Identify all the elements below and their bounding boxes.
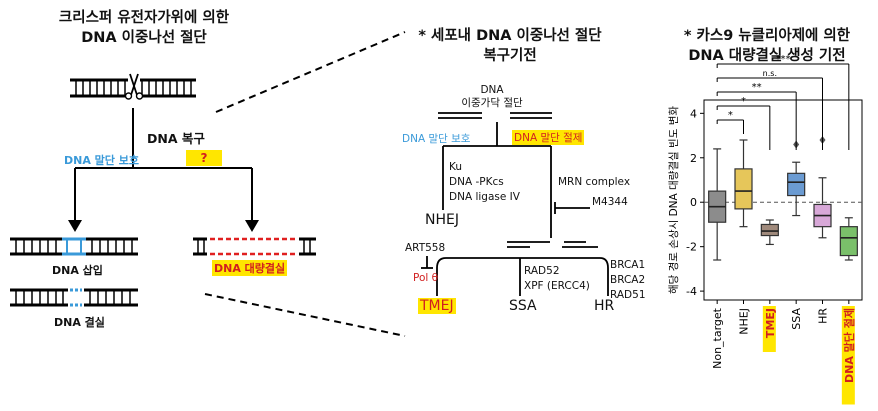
arrow-down-icon <box>68 220 82 232</box>
unknown-mark: ? <box>186 150 222 166</box>
right-title-line1: * 카스9 뉴클리아제에 의한 <box>683 28 851 44</box>
end-protection-label: DNA 말단 보호 <box>64 154 139 167</box>
tmej-label: TMEJ <box>418 298 456 314</box>
hr-factor: RAD51 <box>610 289 646 301</box>
dna-large-deletion <box>193 237 316 256</box>
left-title: 크리스퍼 유전자가위에 의한 DNA 이중나선 절단 <box>20 8 268 48</box>
x-tick-label: NHEJ <box>738 308 751 335</box>
x-label-highlight <box>762 306 776 352</box>
x-label-highlight <box>841 306 855 405</box>
resected-ends <box>507 241 598 248</box>
x-tick-label: Non_target <box>711 307 724 369</box>
box <box>787 172 806 197</box>
y-tick-label: 4 <box>690 107 697 120</box>
left-title-line1: 크리스퍼 유전자가위에 의한 <box>58 10 230 26</box>
hr-label: HR <box>594 298 615 314</box>
y-tick-label: -4 <box>686 285 697 298</box>
middle-title-line1: * 세포내 DNA 이중나선 절단 <box>418 28 602 44</box>
x-tick-label: TMEJ <box>764 308 777 338</box>
hr-factors: BRCA1 BRCA2 RAD51 <box>610 258 646 303</box>
x-tick-label: DNA 말단 절제 <box>842 308 856 383</box>
zoom-connector-top <box>215 31 406 113</box>
deletion-label: DNA 결실 <box>54 316 105 329</box>
zoom-connector-bottom <box>204 293 406 337</box>
significance-label: * <box>728 110 733 121</box>
large-deletion-label: DNA 대량결실 <box>212 260 288 276</box>
plot-frame <box>703 99 863 301</box>
insertion-label: DNA 삽입 <box>52 264 103 277</box>
nhej-factor: Ku <box>449 161 463 173</box>
dna-repair-label: DNA 복구 <box>147 131 205 146</box>
x-tick-label: HR <box>817 308 830 324</box>
dna-insertion <box>10 237 138 256</box>
nhej-factors: Ku DNA -PKcs DNA ligase IV <box>449 160 520 205</box>
mid-end-protection-label: DNA 말단 보호 <box>402 133 471 145</box>
left-title-line2: DNA 이중나선 절단 <box>81 30 207 46</box>
nhej-label: NHEJ <box>425 212 459 228</box>
nhej-factor: DNA -PKcs <box>449 176 504 188</box>
y-tick-label: 2 <box>690 152 697 165</box>
m4344-label: M4344 <box>592 196 628 208</box>
x-tick-label: SSA <box>790 308 803 330</box>
pol-theta-label: Pol θ <box>413 272 439 284</box>
hr-factor: BRCA2 <box>610 274 646 286</box>
ssa-label: SSA <box>509 298 537 314</box>
ssa-factor: RAD52 <box>524 265 560 277</box>
y-axis-label: 해당 경로 손상시 DNA 대량결실 빈도 변화 <box>667 106 680 294</box>
mrn-label: MRN complex <box>558 176 631 188</box>
mid-end-resection-label: DNA 말단 절제 <box>512 130 585 145</box>
dsb-label-line2: 이중가닥 절단 <box>461 97 523 109</box>
scissors-icon <box>124 73 144 100</box>
middle-title-line2: 복구기전 <box>483 48 537 64</box>
significance-label: n.s. <box>763 69 777 78</box>
ssa-factors: RAD52 XPF (ERCC4) <box>524 264 590 294</box>
dsb-ends <box>438 112 552 119</box>
right-title-line2: DNA 대량결실 생성 기전 <box>688 48 846 64</box>
nhej-factor: DNA ligase IV <box>449 191 520 203</box>
box <box>734 168 753 210</box>
dsb-label-line1: DNA <box>480 84 504 96</box>
significance-label: ** <box>752 82 762 93</box>
dna-deletion <box>10 288 138 307</box>
right-title: * 카스9 뉴클리아제에 의한 DNA 대량결실 생성 기전 <box>660 26 874 66</box>
hr-factor: BRCA1 <box>610 259 646 271</box>
significance-label: *** <box>776 54 791 65</box>
arrow-down-icon <box>245 220 259 232</box>
art558-label: ART558 <box>405 242 446 254</box>
middle-title: * 세포내 DNA 이중나선 절단 복구기전 <box>392 26 628 66</box>
ssa-factor: XPF (ERCC4) <box>524 280 590 292</box>
box <box>760 223 779 237</box>
significance-label: * <box>741 96 746 107</box>
y-tick-label: -2 <box>686 241 697 254</box>
dsb-label: DNA 이중가닥 절단 <box>452 84 532 110</box>
y-tick-label: 0 <box>690 196 697 209</box>
box <box>839 226 858 257</box>
